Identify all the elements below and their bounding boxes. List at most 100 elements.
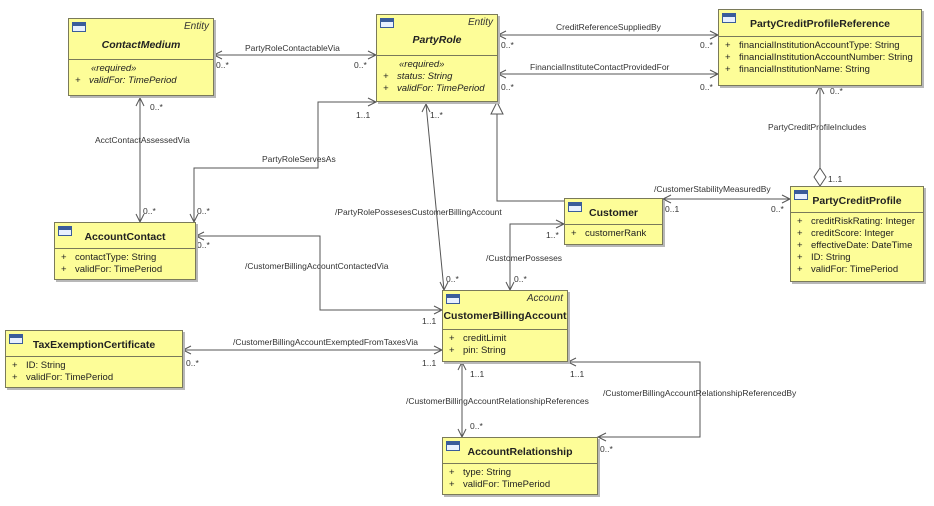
class-name: AccountRelationship [467, 446, 573, 458]
class-attributes: +creditLimit +pin: String [443, 330, 567, 359]
edge-customer-generalization [496, 112, 565, 202]
mult-8: 1..1 [356, 110, 370, 120]
edge-cba-relationship-referenced-by [568, 361, 701, 438]
mult-15: 0..* [771, 204, 784, 214]
class-name: ContactMedium [101, 39, 181, 51]
mult-5: 0..* [501, 82, 514, 92]
mult-18: 0..* [446, 274, 459, 284]
class-icon [446, 441, 460, 451]
attribute-row: +financialInstitutionAccountType: String [725, 40, 900, 51]
label-credit-reference-supplied-by: CreditReferenceSuppliedBy [556, 22, 662, 32]
attribute-row: +contactType: String [61, 252, 157, 263]
class-tax-exemption-certificate[interactable]: TaxExemptionCertificate +ID: String +val… [5, 330, 183, 388]
class-attributes: «required» +validFor: TimePeriod [69, 60, 213, 89]
stereotype-label: Entity [183, 21, 209, 32]
mult-26: 0..* [600, 444, 613, 454]
class-name: AccountContact [84, 231, 166, 243]
class-header: Entity ContactMedium [69, 19, 213, 60]
class-attributes: +creditRiskRating: Integer +creditScore:… [791, 213, 923, 278]
class-contact-medium[interactable]: Entity ContactMedium «required» +validFo… [68, 18, 214, 96]
mult-14: 0..1 [665, 204, 679, 214]
class-attributes: +contactType: String +validFor: TimePeri… [55, 249, 195, 278]
mult-3: 0..* [501, 40, 514, 50]
mult-9: 1..* [430, 110, 443, 120]
attribute-row: +validFor: TimePeriod [75, 75, 177, 86]
required-section-label: «required» [399, 59, 445, 70]
class-customer-billing-account[interactable]: Account CustomerBillingAccount +creditLi… [442, 290, 568, 362]
class-attributes: +customerRank [565, 225, 662, 242]
class-account-contact[interactable]: AccountContact +contactType: String +val… [54, 222, 196, 280]
edge-customer-posseses [509, 223, 564, 290]
mult-17: 0..* [197, 240, 210, 250]
stereotype-label: Entity [467, 17, 493, 28]
mult-19: 0..* [514, 274, 527, 284]
mult-7: 0..* [150, 102, 163, 112]
mult-13: 1..1 [828, 174, 842, 184]
label-financial-institute-contact: FinancialInstituteContactProvidedFor [530, 62, 670, 72]
attribute-row: +status: String [383, 71, 453, 82]
attribute-row: +financialInstitutionName: String [725, 64, 870, 75]
class-header: AccountContact [55, 223, 195, 249]
mult-20: 1..1 [422, 316, 436, 326]
attribute-row: +creditScore: Integer [797, 228, 894, 239]
mult-10: 0..* [830, 86, 843, 96]
mult-2: 0..* [354, 60, 367, 70]
class-icon [72, 22, 86, 32]
mult-6: 0..* [700, 82, 713, 92]
attribute-row: +creditRiskRating: Integer [797, 216, 916, 227]
label-party-role-posseses-cba: /PartyRolePossesesCustomerBillingAccount [335, 207, 502, 217]
class-name: PartyRole [412, 34, 462, 46]
mult-21: 0..* [186, 358, 199, 368]
mult-23: 1..1 [470, 369, 484, 379]
attribute-row: +validFor: TimePeriod [61, 264, 163, 275]
class-customer[interactable]: Customer +customerRank [564, 198, 663, 245]
mult-4: 0..* [700, 40, 713, 50]
attribute-row: +financialInstitutionAccountNumber: Stri… [725, 52, 913, 63]
attribute-row: +customerRank [571, 228, 647, 239]
attribute-row: +ID: String [12, 360, 66, 371]
class-icon [446, 294, 460, 304]
attribute-row: +ID: String [797, 252, 851, 263]
attribute-row: +validFor: TimePeriod [449, 479, 551, 490]
mult-16: 1..* [546, 230, 559, 240]
class-attributes: +financialInstitutionAccountType: String… [719, 37, 921, 78]
mult-12: 0..* [197, 206, 210, 216]
label-customer-posseses: /CustomerPosseses [486, 253, 562, 263]
class-party-credit-profile[interactable]: PartyCreditProfile +creditRiskRating: In… [790, 186, 924, 282]
class-header: Account CustomerBillingAccount [443, 291, 567, 330]
class-header: TaxExemptionCertificate [6, 331, 182, 357]
mult-22: 1..1 [422, 358, 436, 368]
class-name: TaxExemptionCertificate [32, 339, 156, 351]
class-attributes: +type: String +validFor: TimePeriod [443, 464, 597, 493]
class-account-relationship[interactable]: AccountRelationship +type: String +valid… [442, 437, 598, 495]
class-name: PartyCreditProfileReference [749, 18, 891, 30]
label-cba-exempted-from-taxes: /CustomerBillingAccountExemptedFromTaxes… [233, 337, 418, 347]
edge-party-role-posseses-cba [425, 103, 445, 291]
label-party-role-contactable-via: PartyRoleContactableVia [245, 43, 340, 53]
label-party-role-serves-as: PartyRoleServesAs [262, 154, 336, 164]
attribute-row: +effectiveDate: DateTime [797, 240, 913, 251]
class-header: Customer [565, 199, 662, 225]
attribute-row: +creditLimit [449, 333, 507, 344]
class-name: CustomerBillingAccount [443, 310, 567, 322]
class-icon [380, 18, 394, 28]
class-icon [9, 334, 23, 344]
class-header: PartyCreditProfile [791, 187, 923, 213]
stereotype-label: Account [526, 293, 563, 304]
class-attributes: «required» +status: String +validFor: Ti… [377, 56, 497, 97]
class-party-credit-profile-reference[interactable]: PartyCreditProfileReference +financialIn… [718, 9, 922, 86]
mult-24: 1..1 [570, 369, 584, 379]
class-header: AccountRelationship [443, 438, 597, 464]
label-cba-contacted-via: /CustomerBillingAccountContactedVia [245, 261, 389, 271]
attribute-row: +validFor: TimePeriod [383, 83, 485, 94]
label-customer-stability: /CustomerStabilityMeasuredBy [654, 184, 771, 194]
attribute-row: +validFor: TimePeriod [12, 372, 114, 383]
class-name: Customer [588, 207, 638, 219]
class-header: Entity PartyRole [377, 15, 497, 56]
class-icon [568, 202, 582, 212]
class-party-role[interactable]: Entity PartyRole «required» +status: Str… [376, 14, 498, 102]
label-cba-relationship-references: /CustomerBillingAccountRelationshipRefer… [406, 396, 589, 406]
class-icon [58, 226, 72, 236]
class-name: PartyCreditProfile [812, 195, 902, 207]
